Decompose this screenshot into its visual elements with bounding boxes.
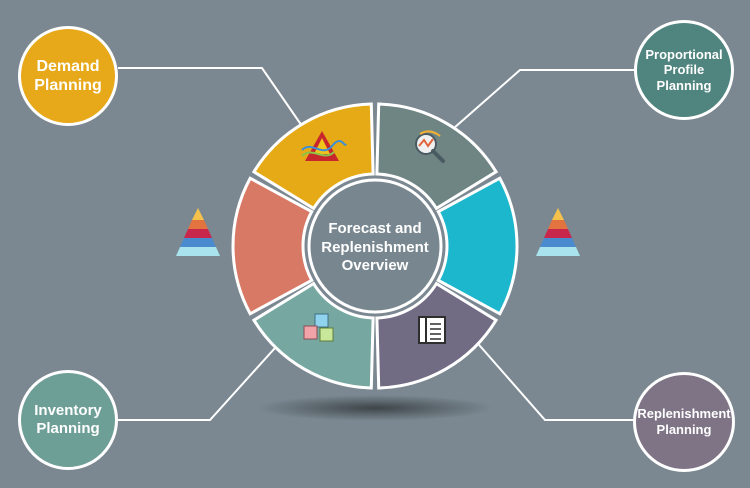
node-inventory-label-1: Inventory [34, 402, 102, 419]
node-proportional-label-1: Proportional [645, 46, 723, 62]
node-replenishment-planning: Replenishment Planning [633, 372, 735, 472]
connectors [108, 67, 640, 421]
connector-demand [118, 67, 303, 127]
node-replenishment-label-2: Planning [656, 422, 712, 437]
center-title-line-1: Forecast and [328, 219, 422, 237]
node-demand-label-2: Planning [34, 77, 102, 94]
node-proportional-profile-planning: Proportional Profile Planning [634, 20, 734, 120]
center-circle [307, 178, 443, 314]
ring-segment-cyan [436, 176, 519, 316]
ring-segment-coral [231, 176, 314, 316]
node-replenishment-label-1: Replenishment [637, 406, 731, 422]
node-demand-label-1: Demand [36, 57, 100, 75]
center-title: Forecast and Replenishment Overview [315, 198, 435, 298]
pyramid-icon [176, 208, 220, 256]
connector-inventory [108, 337, 285, 421]
node-inventory-planning: Inventory Planning [18, 370, 118, 470]
warning-triangle-icon [301, 131, 347, 161]
connector-proportional [453, 69, 640, 129]
cubes-icon [303, 313, 334, 342]
magnifier-chart-icon [415, 130, 445, 163]
center-title-line-2: Replenishment [321, 238, 429, 256]
node-demand-planning: Demand Planning [18, 26, 118, 126]
ring-shadow [257, 395, 493, 421]
node-inventory-label-2: Planning [36, 420, 100, 437]
book-icon [418, 316, 446, 344]
center-title-line-3: Overview [341, 257, 409, 275]
node-proportional-label-3: Planning [656, 77, 712, 93]
pyramid-icon [536, 208, 580, 256]
connector-replenishment [465, 329, 640, 421]
node-proportional-label-2: Profile [663, 62, 705, 78]
